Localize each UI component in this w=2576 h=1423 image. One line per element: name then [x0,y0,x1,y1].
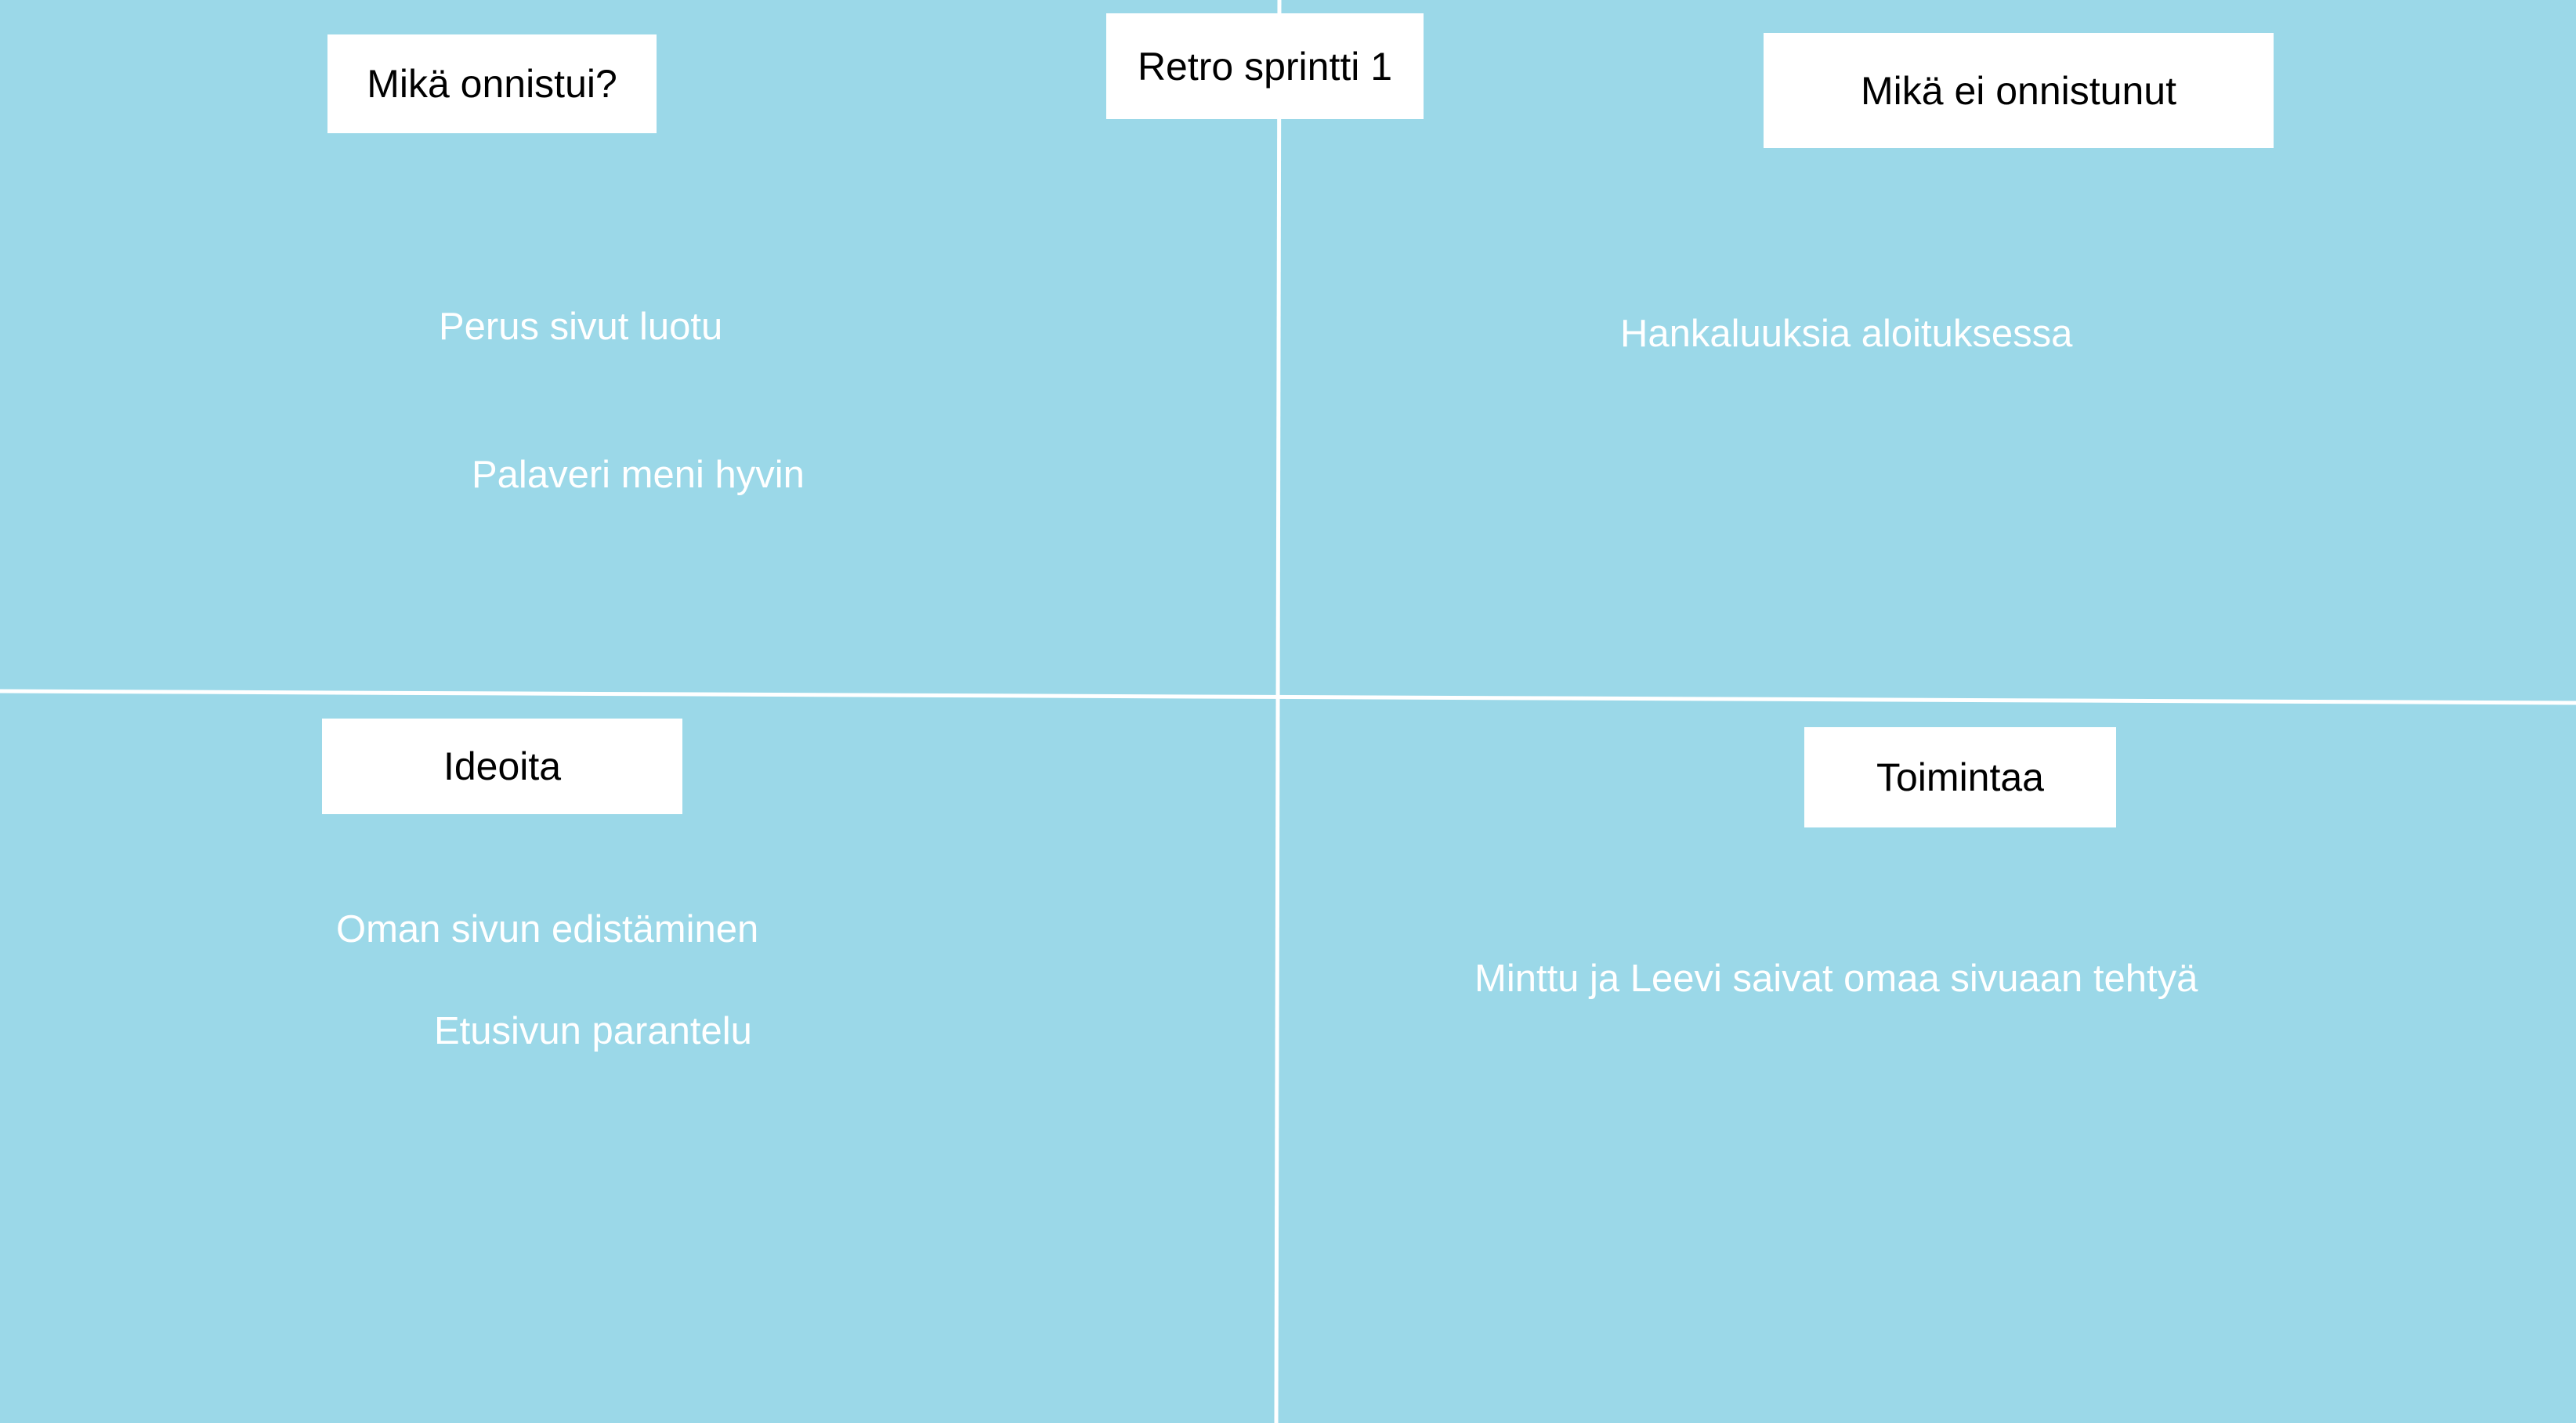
sprint-title: Retro sprintti 1 [1106,13,1424,119]
ideas-label: Ideoita [322,719,682,814]
went-well-note: Perus sivut luotu [439,306,723,348]
horizontal-divider [0,689,2576,705]
actions-label: Toimintaa [1804,727,2116,827]
ideas-note: Etusivun parantelu [434,1010,752,1052]
went-well-label: Mikä onnistui? [327,34,657,133]
ideas-note: Oman sivun edistäminen [336,908,759,950]
went-wrong-note: Hankaluuksia aloituksessa [1620,313,2073,355]
actions-note: Minttu ja Leevi saivat omaa sivuaan teht… [1474,958,2198,1000]
vertical-divider [1274,0,1282,1423]
went-well-note: Palaveri meni hyvin [472,454,805,496]
went-wrong-label: Mikä ei onnistunut [1764,33,2274,148]
